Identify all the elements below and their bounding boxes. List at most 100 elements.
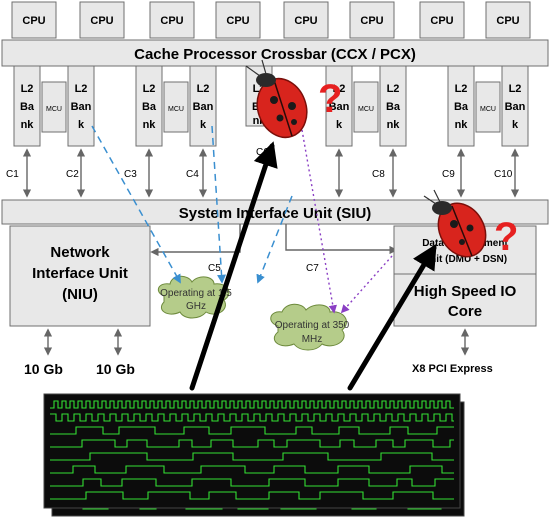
cloud-1-5ghz: Operating at 1.5 GHz (157, 275, 232, 319)
channel-label: C5 (208, 263, 221, 274)
channel-label: C7 (306, 263, 319, 274)
mcu-block: MCU (163, 81, 189, 133)
question-mark: ? (494, 215, 518, 259)
siu-title: System Interface Unit (SIU) (179, 205, 372, 222)
cpu-label: CPU (294, 15, 317, 27)
cloud-350mhz: Operating at 350 MHz (270, 303, 350, 351)
channel-label: C3 (124, 169, 137, 180)
bank-line: Ban (71, 101, 92, 113)
crossbar-block: Cache Processor Crossbar (CCX / PCX) (1, 39, 549, 67)
channel-label: C8 (372, 169, 385, 180)
niu-line: Interface Unit (32, 265, 128, 282)
bank-line: Ba (386, 101, 401, 113)
cpu-label: CPU (160, 15, 183, 27)
cpu-label: CPU (22, 15, 45, 27)
hsio-block: High Speed IO Core (393, 273, 537, 327)
mcu-label: MCU (358, 106, 374, 113)
bug-pointer-arrows (189, 141, 437, 391)
port-label: X8 PCI Express (412, 363, 493, 375)
channel-label: C9 (442, 169, 455, 180)
mcu-block: MCU (353, 81, 379, 133)
cpu-label: CPU (226, 15, 249, 27)
bank-siu-links (22, 148, 520, 198)
ladybug-icon (423, 189, 487, 258)
mcu-label: MCU (168, 106, 184, 113)
port-arrows (43, 328, 470, 356)
bank-line: k (78, 119, 85, 131)
mcu-block: MCU (41, 81, 67, 133)
mcu-label: MCU (46, 106, 62, 113)
bank-line: Ba (20, 101, 35, 113)
cpu-block: CPU (349, 1, 395, 39)
cloud-line: Operating at 350 (275, 320, 350, 331)
bank-line: nk (387, 119, 401, 131)
bank-line: k (200, 119, 207, 131)
bank-line: L2 (143, 83, 156, 95)
bank-line: k (336, 119, 343, 131)
channel-labels: C1 C2 C3 C4 C6 C8 C9 C10 (6, 147, 513, 180)
cpu-label: CPU (430, 15, 453, 27)
bank-line: Ban (193, 101, 214, 113)
port-label: 10 Gb (24, 361, 63, 377)
niu-line: (NIU) (62, 286, 98, 303)
l2-bank: L2 Ban k (67, 65, 95, 147)
l2-bank: L2 Ba nk (379, 65, 407, 147)
cpu-row: CPU CPU CPU CPU CPU CPU CPU CPU (11, 1, 531, 39)
bank-line: Ba (454, 101, 469, 113)
siu-internal-links (150, 224, 398, 257)
ladybug-icon (245, 59, 308, 139)
hsio-line: Core (448, 303, 482, 320)
purple-clock-arrows (301, 129, 393, 314)
cpu-block: CPU (419, 1, 465, 39)
cpu-block: CPU (149, 1, 195, 39)
cpu-block: CPU (283, 1, 329, 39)
waveform-panel-front (43, 393, 461, 509)
cpu-block: CPU (11, 1, 57, 39)
mcu-block: MCU (475, 81, 501, 133)
cloud-line: Operating at 1.5 (160, 288, 232, 299)
cpu-label: CPU (90, 15, 113, 27)
bank-line: nk (455, 119, 469, 131)
port-label: 10 Gb (96, 361, 135, 377)
l2-bank: L2 Ban k (501, 65, 529, 147)
bank-line: Ban (329, 101, 350, 113)
channel-label: C2 (66, 169, 79, 180)
l2-bank: L2 Ban k (189, 65, 217, 147)
bank-line: L2 (75, 83, 88, 95)
bank-line: L2 (21, 83, 34, 95)
cpu-label: CPU (360, 15, 383, 27)
bank-line: L2 (387, 83, 400, 95)
l2-bank: L2 Ba nk (135, 65, 163, 147)
bank-line: nk (143, 119, 157, 131)
cpu-label: CPU (496, 15, 519, 27)
bank-line: L2 (333, 83, 346, 95)
bank-line: k (512, 119, 519, 131)
l2-bank: L2 Ba nk (13, 65, 41, 147)
hsio-line: High Speed IO (414, 283, 517, 300)
l2-bank-row: L2 Ba nk MCU L2 Ban k L2 Ba nk MCU L2 (13, 65, 529, 147)
cpu-block: CPU (215, 1, 261, 39)
mcu-label: MCU (480, 106, 496, 113)
l2-bank: L2 Ban k (325, 65, 353, 147)
waveform-traces (50, 400, 454, 500)
bank-line: nk (21, 119, 35, 131)
cloud-line: MHz (302, 334, 323, 345)
cloud-line: GHz (186, 301, 206, 312)
cpu-block: CPU (485, 1, 531, 39)
bank-line: Ba (142, 101, 157, 113)
bank-line: L2 (509, 83, 522, 95)
cpu-block: CPU (79, 1, 125, 39)
niu-line: Network (50, 244, 110, 261)
blue-clock-arrows (91, 125, 293, 284)
crossbar-title: Cache Processor Crossbar (CCX / PCX) (134, 46, 416, 63)
bank-line: L2 (197, 83, 210, 95)
channel-label: C4 (186, 169, 199, 180)
bank-line: L2 (455, 83, 468, 95)
dmu-line: Unit (DMU + DSN) (423, 254, 507, 265)
l2-bank: L2 Ba nk (447, 65, 475, 147)
channel-label: C1 (6, 169, 19, 180)
question-mark: ? (318, 77, 342, 121)
bank-line: Ban (505, 101, 526, 113)
niu-block: Network Interface Unit (NIU) (9, 225, 151, 327)
